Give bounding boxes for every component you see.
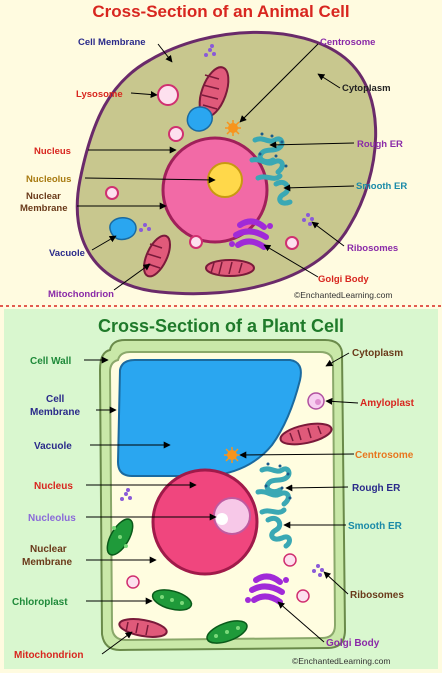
- animal-label-centrosome: Centrosome: [320, 37, 375, 48]
- plant-label-chloroplast: Chloroplast: [12, 597, 68, 608]
- plant-label-cytoplasm: Cytoplasm: [352, 348, 403, 359]
- animal-small-lysosome: [168, 126, 184, 142]
- plant-label-nucleus: Nucleus: [34, 481, 73, 492]
- plant-title: Cross-Section of a Plant Cell: [98, 316, 344, 336]
- animal-label-mitochondrion: Mitochondrion: [48, 289, 114, 300]
- plant-credit: ©EnchantedLearning.com: [292, 656, 390, 666]
- animal-label-cell-membrane: Cell Membrane: [78, 37, 146, 48]
- animal-leader-lines: [77, 43, 355, 291]
- animal-rough-er-shape: [249, 136, 285, 181]
- animal-label-rough-er: Rough ER: [357, 139, 403, 150]
- animal-small-lysosome: [189, 235, 203, 249]
- plant-label-amyloplast: Amyloplast: [360, 398, 415, 409]
- plant-label-vacuole: Vacuole: [34, 441, 72, 452]
- animal-mitochondrion-shape: [205, 259, 255, 277]
- plant-vesicles: [126, 553, 310, 603]
- plant-label-nuclear-membrane-line1: Nuclear: [30, 544, 67, 555]
- plant-label-mitochondrion: Mitochondrion: [14, 650, 83, 661]
- plant-label-nuclear-membrane-line2: Membrane: [22, 557, 72, 568]
- plant-golgi-shape: [245, 573, 289, 605]
- animal-smooth-er-shape: [273, 179, 293, 206]
- plant-rough-er-shape: [255, 466, 292, 515]
- plant-label-cell-membrane-line1: Cell: [46, 394, 65, 405]
- plant-nucleus-shape: [151, 468, 259, 576]
- plant-mitochondrion-shape: [279, 422, 333, 446]
- animal-vacuole-shape: [186, 106, 213, 132]
- plant-ribosome-cluster: [120, 488, 324, 577]
- plant-label-cell-wall: Cell Wall: [30, 356, 72, 367]
- animal-label-lysosome: Lysosome: [76, 89, 123, 100]
- plant-smooth-er-shape: [265, 515, 292, 549]
- animal-label-nuclear-membrane-line1: Nuclear: [26, 191, 61, 202]
- animal-label-vacuole: Vacuole: [49, 248, 85, 259]
- plant-label-ribosomes: Ribosomes: [350, 590, 404, 601]
- animal-golgi-shape: [229, 218, 273, 250]
- plant-centrosome-shape: [224, 447, 240, 463]
- plant-nucleolus-core: [216, 513, 228, 525]
- animal-label-smooth-er: Smooth ER: [356, 181, 407, 192]
- animal-small-lysosome: [285, 236, 299, 250]
- animal-vacuole-shape: [109, 217, 137, 241]
- animal-label-golgi-body: Golgi Body: [318, 274, 369, 285]
- plant-cell-panel: Cross-Section of a Plant Cell: [4, 309, 438, 669]
- animal-label-nucleolus: Nucleolus: [26, 174, 71, 185]
- plant-label-golgi-body: Golgi Body: [326, 638, 380, 649]
- animal-ribosome-cluster: [139, 44, 314, 232]
- plant-chloroplast-shape: [206, 620, 248, 644]
- animal-title: Cross-Section of an Animal Cell: [92, 2, 349, 21]
- animal-credit: ©EnchantedLearning.com: [294, 290, 392, 300]
- plant-chloroplast-shape: [151, 589, 193, 611]
- plant-rough-er-ribosome-dots: [264, 462, 292, 500]
- plant-label-rough-er: Rough ER: [352, 483, 401, 494]
- animal-label-nucleus: Nucleus: [34, 146, 71, 157]
- plant-chloroplast-shape: [106, 518, 134, 556]
- plant-label-smooth-er: Smooth ER: [348, 521, 403, 532]
- plant-label-nucleolus: Nucleolus: [28, 513, 76, 524]
- plant-label-centrosome: Centrosome: [355, 450, 414, 461]
- animal-label-nuclear-membrane-line2: Membrane: [20, 203, 68, 214]
- plant-amyloplast-core: [315, 399, 321, 405]
- animal-lysosome-shape: [157, 84, 179, 106]
- animal-rough-er-ribosome-dots: [258, 132, 288, 168]
- animal-centrosome-shape: [225, 120, 241, 136]
- animal-label-cytoplasm: Cytoplasm: [342, 83, 391, 94]
- animal-label-ribosomes: Ribosomes: [347, 243, 398, 254]
- animal-cell-panel: Cross-Section of an Animal Cell: [0, 0, 442, 305]
- animal-small-lysosome: [105, 186, 119, 200]
- plant-leader-lines: [84, 352, 359, 655]
- plant-label-cell-membrane-line2: Membrane: [30, 407, 80, 418]
